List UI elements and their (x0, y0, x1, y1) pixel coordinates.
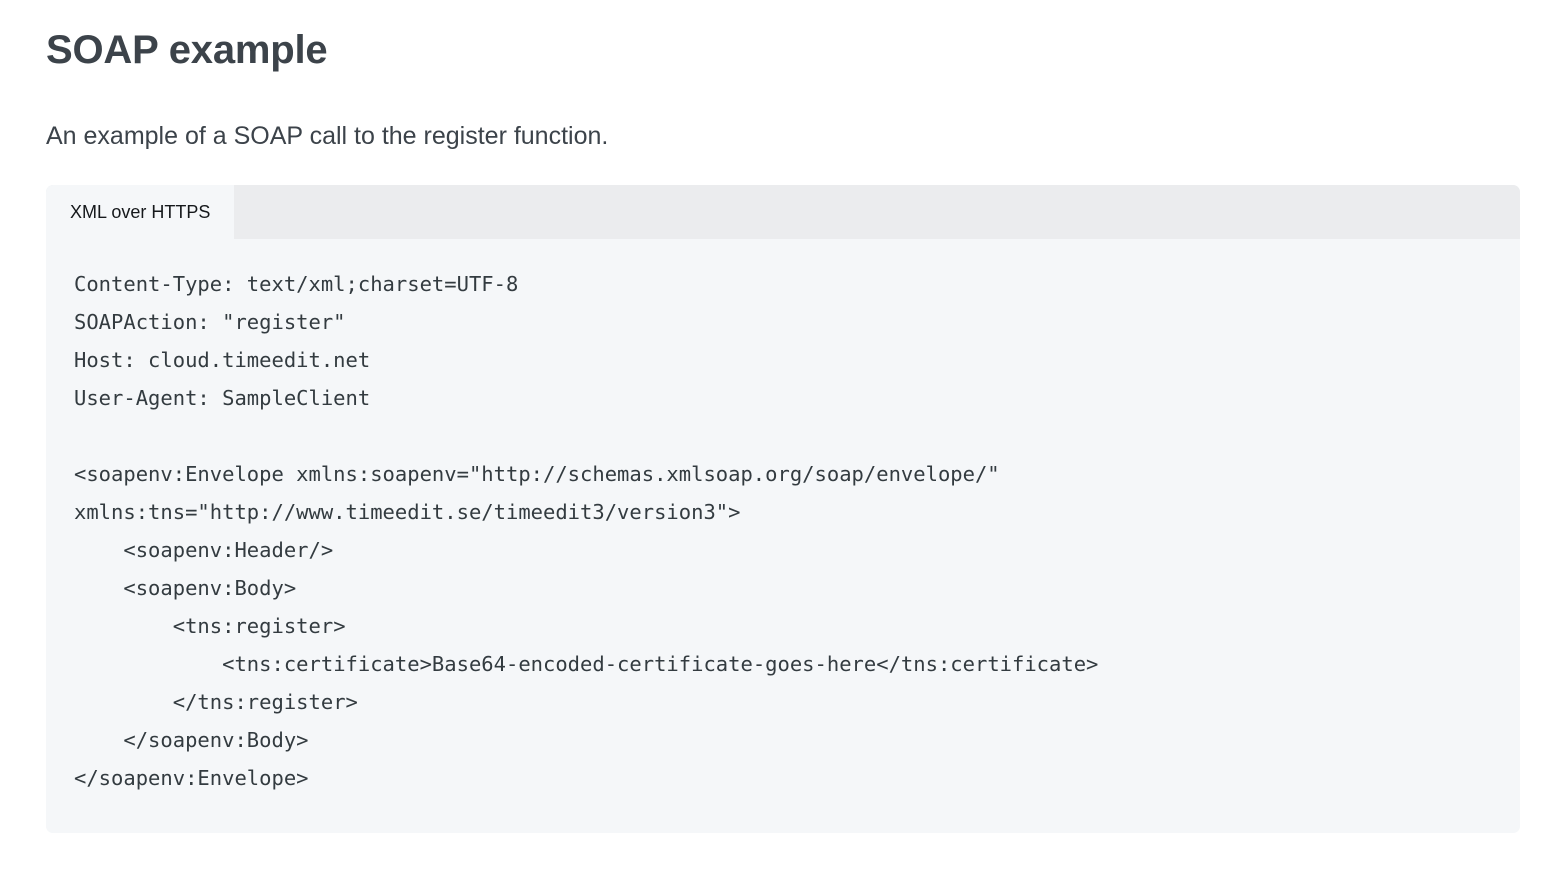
code-tab-bar: XML over HTTPS (46, 185, 1520, 239)
code-body: Content-Type: text/xml;charset=UTF-8 SOA… (46, 239, 1520, 833)
code-content[interactable]: Content-Type: text/xml;charset=UTF-8 SOA… (74, 272, 1099, 790)
tab-bar-filler (234, 185, 1520, 239)
tab-label: XML over HTTPS (70, 202, 211, 222)
intro-paragraph: An example of a SOAP call to the registe… (46, 122, 609, 150)
code-block-card: XML over HTTPS Content-Type: text/xml;ch… (46, 185, 1520, 833)
page-title: SOAP example (46, 28, 328, 72)
tab-xml-over-https[interactable]: XML over HTTPS (46, 185, 235, 239)
